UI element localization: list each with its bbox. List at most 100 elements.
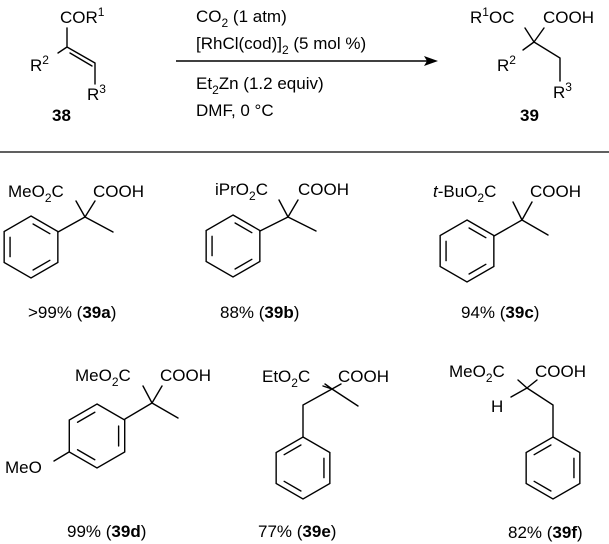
reactant-38: COR1 R2 R3 38 [30, 5, 106, 125]
text-segment: 2 [222, 16, 229, 30]
text-segment: 38 [52, 106, 71, 125]
ring-double-bond [76, 411, 96, 423]
text-segment: 3 [99, 82, 106, 96]
text-segment: 2 [509, 53, 516, 67]
text-segment: OC [489, 8, 515, 27]
text-segment: R [87, 85, 99, 104]
ester-label: MeO2C [8, 182, 64, 205]
ring-double-bond [76, 449, 96, 461]
text-segment: >99% ( [28, 303, 83, 322]
bonds [57, 200, 114, 233]
bonds [302, 383, 359, 438]
benzene-ring [525, 436, 581, 500]
ring-double-bond [32, 223, 51, 235]
acid-label: COOH [338, 367, 389, 386]
reactant-r3-label: R3 [87, 82, 106, 104]
text-segment: ) [577, 523, 583, 542]
yield-caption: >99% (39a) [28, 303, 116, 322]
reactant-cor1-label: COR1 [60, 5, 105, 27]
text-segment: COOH [543, 8, 594, 27]
text-segment: 77% ( [258, 522, 303, 541]
benzene-ring [275, 436, 331, 500]
acid-label: COOH [160, 366, 211, 385]
yield-caption: 94% (39c) [461, 303, 539, 322]
bonds [259, 199, 317, 232]
text-segment: EtO [262, 367, 291, 386]
bonds [493, 201, 549, 237]
acid-label: COOH [93, 182, 144, 201]
text-segment: COOH [160, 366, 211, 385]
methoxy-label: MeO [5, 458, 42, 477]
reaction-conditions: CO2 (1 atm) [RhCl(cod)]2 (5 mol %) Et2Zn… [176, 7, 438, 120]
ester-label: MeO2C [449, 362, 505, 385]
example-39c: t-BuO2C COOH 94% (39c) [433, 182, 581, 322]
text-segment: 39a [82, 303, 111, 322]
text-segment: (1 atm) [228, 7, 287, 26]
text-segment: C [119, 366, 131, 385]
text-segment: ) [111, 303, 117, 322]
product-bonds [522, 27, 561, 82]
ring-double-bond [468, 227, 487, 239]
ring-outline [68, 403, 126, 469]
text-segment: R [470, 8, 482, 27]
acid-label: COOH [298, 180, 349, 199]
product-ester-label: R1OC [470, 5, 514, 27]
ring-double-bond [468, 263, 487, 275]
text-segment: MeO [75, 366, 112, 385]
reactant-bonds [57, 27, 96, 85]
condition-solvent-temp: DMF, 0 °C [196, 101, 274, 120]
text-segment: 39c [505, 303, 533, 322]
text-segment: 82% ( [508, 523, 553, 542]
text-segment: Et [196, 74, 212, 93]
example-39e: EtO2C COOH 77% (39e) [258, 367, 389, 541]
ring-outline [205, 214, 261, 278]
condition-catalyst: [RhCl(cod)]2 (5 mol %) [196, 34, 366, 57]
text-segment: 2 [45, 191, 52, 205]
ester-label: t-BuO2C [433, 182, 496, 205]
product-acid-label: COOH [543, 8, 594, 27]
benzene-ring [68, 403, 126, 469]
yield-caption: 88% (39b) [220, 303, 299, 322]
text-segment: ) [294, 303, 300, 322]
product-r2-label: R2 [497, 53, 516, 75]
text-segment: C [484, 182, 496, 201]
ring-double-bond [533, 480, 552, 492]
text-segment: ) [534, 303, 540, 322]
text-segment: MeO [8, 182, 45, 201]
text-segment: COOH [530, 182, 581, 201]
yield-caption: 77% (39e) [258, 522, 336, 541]
example-39b: iPrO2C COOH 88% (39b) [205, 180, 349, 322]
text-segment: 2 [249, 189, 256, 203]
example-39a: MeO2C COOH >99% (39a) [3, 182, 144, 322]
text-segment: MeO [5, 458, 42, 477]
bonds [53, 385, 179, 462]
text-segment: 39b [264, 303, 293, 322]
bonds [510, 379, 554, 438]
text-segment: -BuO [438, 182, 478, 201]
text-segment: 2 [212, 83, 219, 97]
ring-double-bond [234, 258, 253, 270]
text-segment: 39d [111, 522, 140, 541]
ring-outline [439, 219, 495, 283]
text-segment: R [30, 56, 42, 75]
text-segment: 39f [552, 523, 577, 542]
text-segment: DMF, 0 °C [196, 101, 274, 120]
text-segment: 2 [42, 53, 49, 67]
ring-double-bond [533, 444, 552, 456]
text-segment: Zn (1.2 equiv) [219, 74, 324, 93]
text-segment: [RhCl(cod)] [196, 34, 282, 53]
benzene-ring [205, 214, 261, 278]
text-segment: H [491, 397, 503, 416]
text-segment: ) [331, 522, 337, 541]
text-segment: COOH [298, 180, 349, 199]
product-r3-label: R3 [553, 80, 572, 102]
reactant-r2-label: R2 [30, 53, 49, 75]
text-segment: 1 [98, 5, 105, 19]
text-segment: iPrO [215, 180, 249, 199]
text-segment: 3 [565, 80, 572, 94]
text-segment: (5 mol %) [289, 34, 366, 53]
text-segment: C [52, 182, 64, 201]
text-segment: 39e [302, 522, 330, 541]
text-segment: COR [60, 8, 98, 27]
